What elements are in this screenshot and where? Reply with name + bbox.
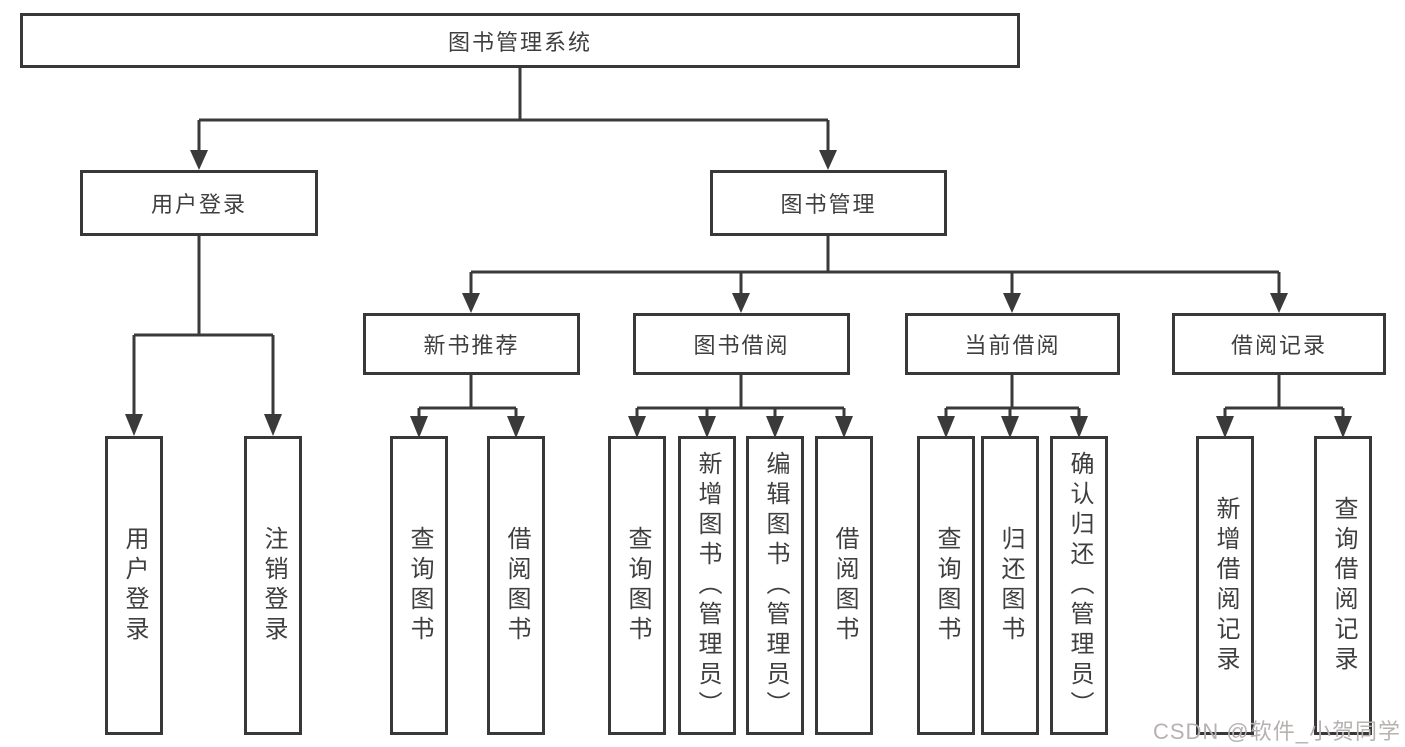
leaf-current-confirm-return-admin: 确认归还（管理员）	[1050, 436, 1108, 735]
leaf-borrowing-borrow-book: 借阅图书	[815, 436, 873, 735]
leaf-borrowing-query-book: 查询图书	[608, 436, 666, 735]
connector-borrowing-records-to-leaves	[1216, 375, 1352, 438]
leaf-logout-login: 注销登录	[244, 436, 302, 735]
node-book-borrowing: 图书借阅	[633, 313, 850, 375]
leaf-records-add-record: 新增借阅记录	[1196, 436, 1254, 735]
connector-book-borrowing-to-leaves	[628, 375, 853, 438]
leaf-current-return-book: 归还图书	[981, 436, 1039, 735]
connector-new-book-recommend-to-leaves	[410, 375, 525, 438]
connector-current-borrowing-to-leaves	[937, 375, 1088, 438]
leaf-records-query-record: 查询借阅记录	[1314, 436, 1372, 735]
node-user-login: 用户登录	[80, 170, 318, 236]
node-root-library-management-system: 图书管理系统	[20, 13, 1020, 68]
node-current-borrowing: 当前借阅	[905, 313, 1120, 375]
leaf-current-query-book: 查询图书	[917, 436, 975, 735]
node-borrowing-records: 借阅记录	[1172, 313, 1386, 375]
csdn-watermark: CSDN @软件_小贺同学	[1152, 719, 1401, 744]
leaf-recommend-borrow-book: 借阅图书	[487, 436, 545, 735]
node-book-management: 图书管理	[710, 170, 947, 236]
connector-root-to-level2	[190, 68, 837, 170]
leaf-borrowing-add-book-admin: 新增图书（管理员）	[678, 436, 736, 735]
leaf-recommend-query-book: 查询图书	[390, 436, 448, 735]
connector-user-login-to-leaves	[125, 236, 282, 436]
leaf-user-login: 用户登录	[105, 436, 163, 735]
leaf-borrowing-edit-book-admin: 编辑图书（管理员）	[746, 436, 804, 735]
connector-book-management-to-level3	[462, 236, 1288, 313]
node-new-book-recommend: 新书推荐	[363, 313, 580, 375]
